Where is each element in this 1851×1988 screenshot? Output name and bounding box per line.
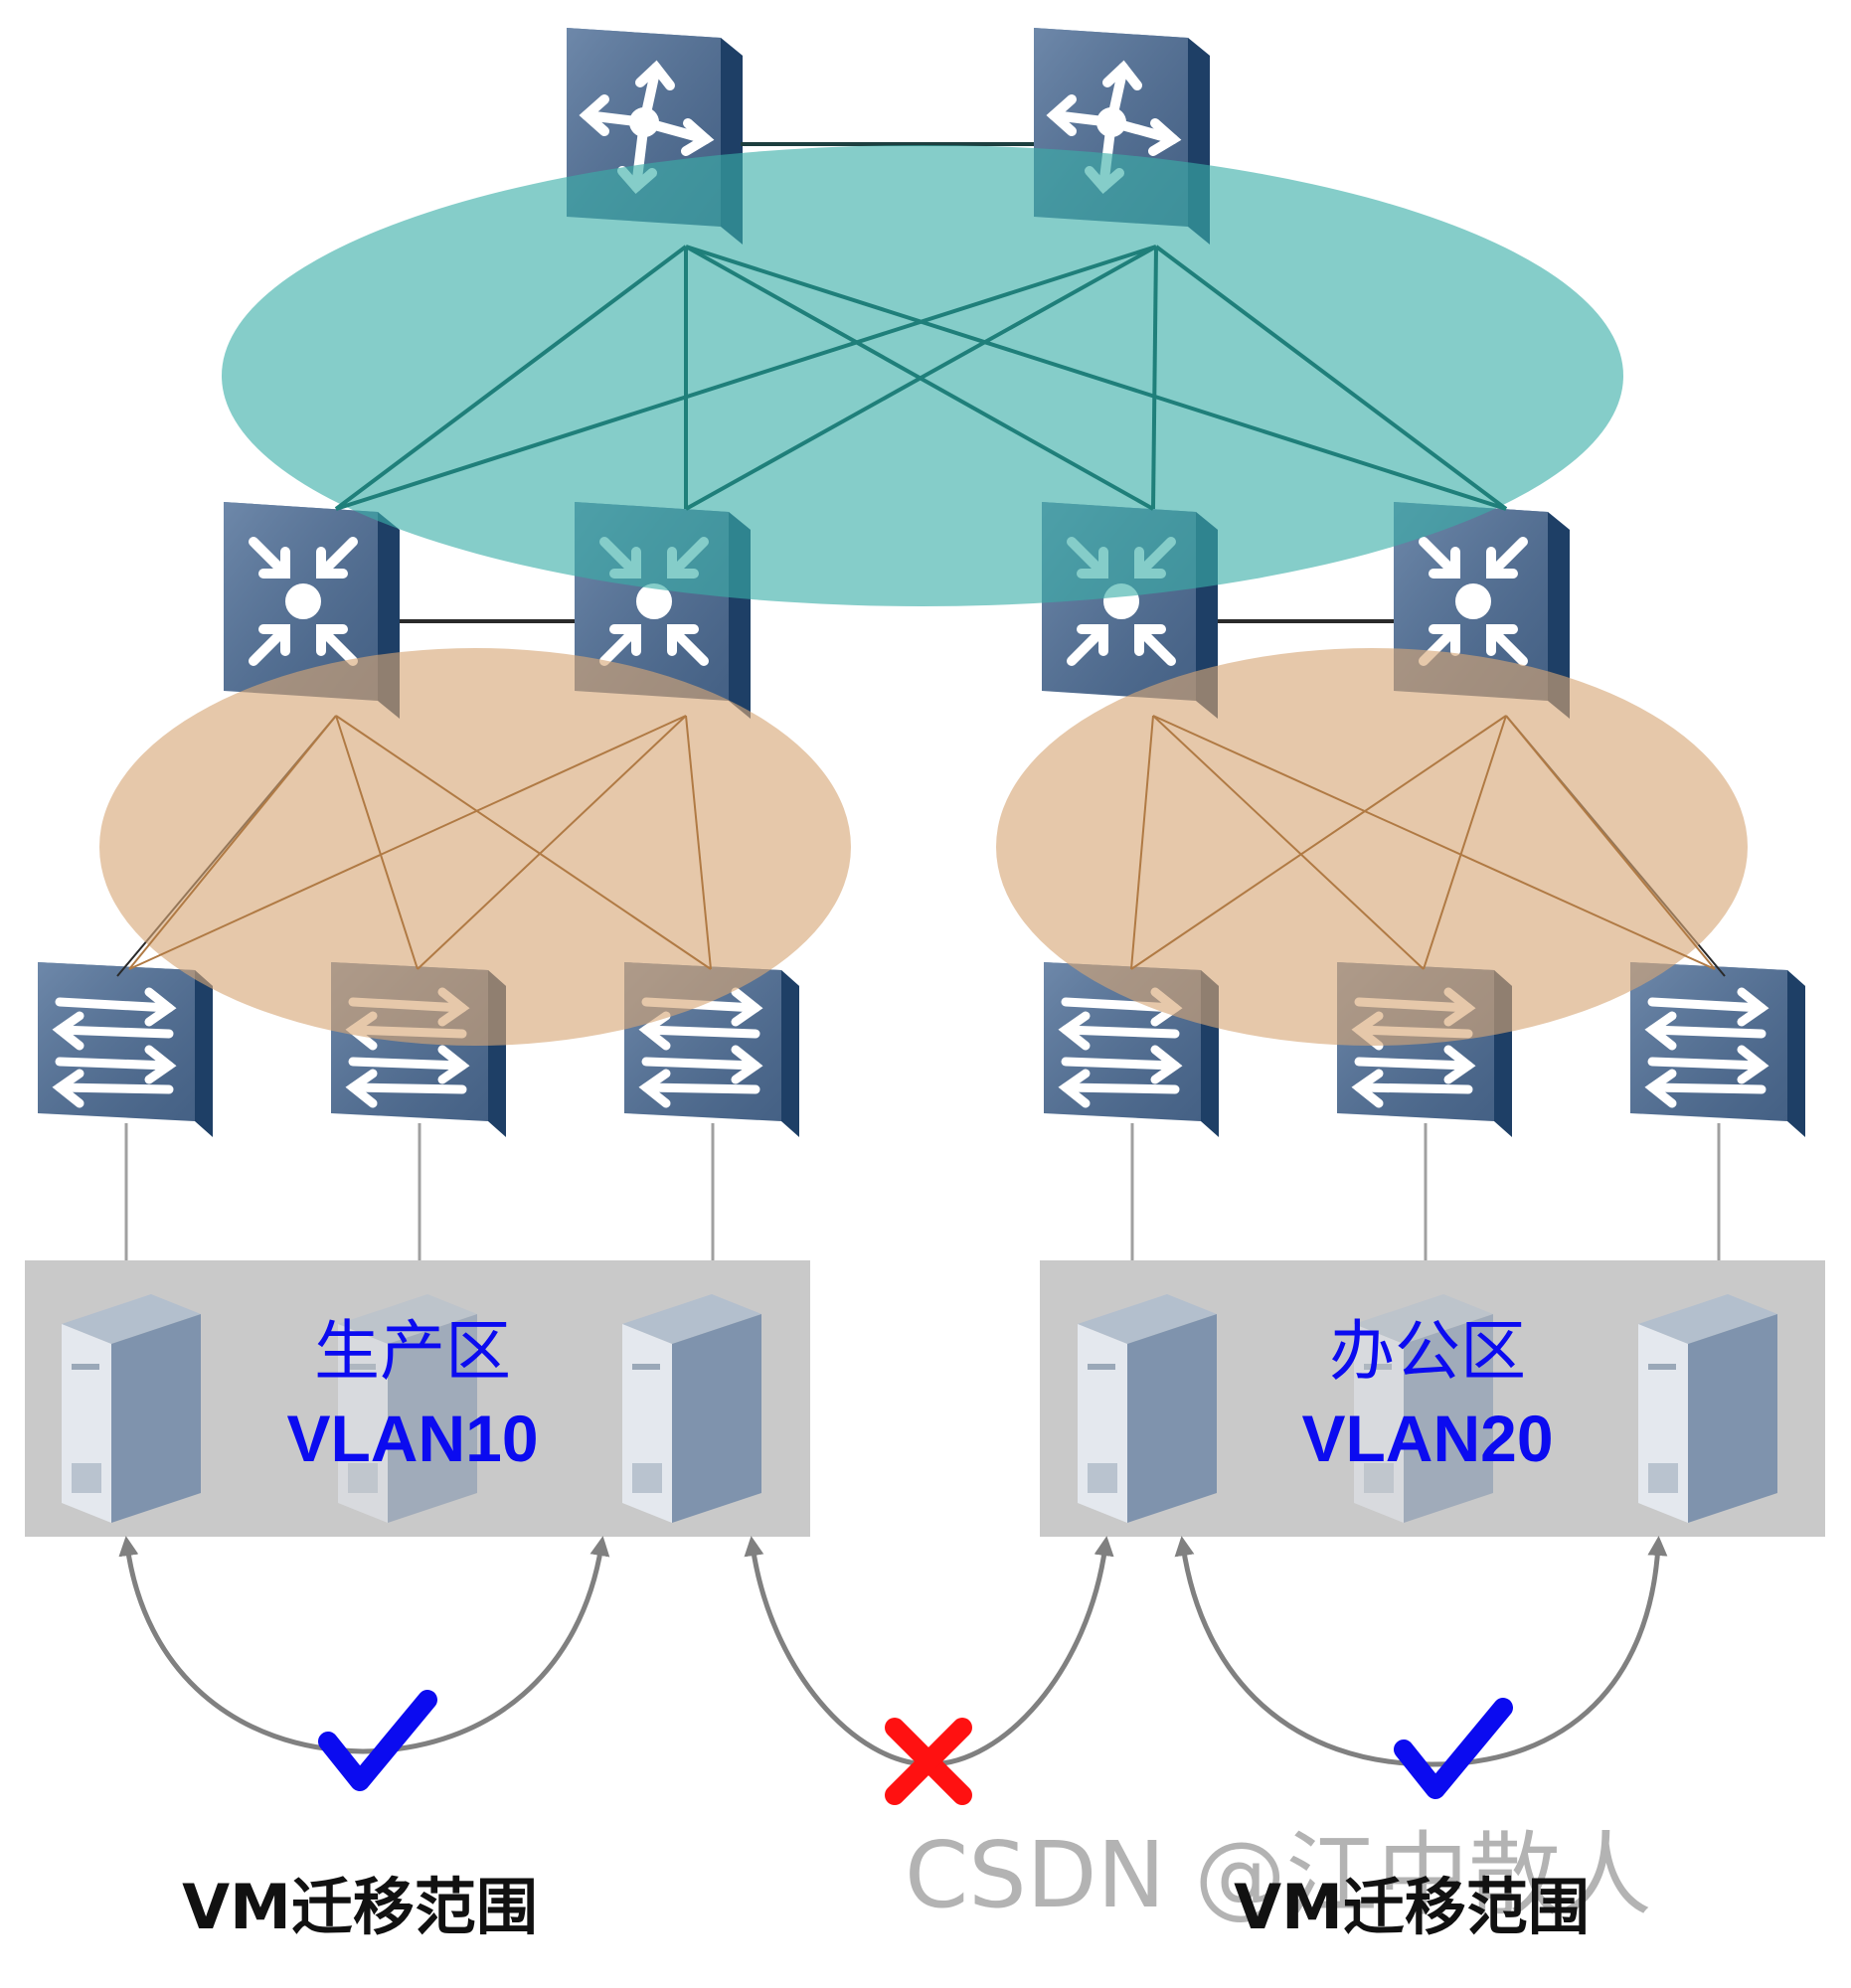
core-router-left: [567, 28, 743, 245]
switch-icon: [1644, 987, 1769, 1108]
server-icon: [1078, 1294, 1217, 1523]
cross-icon: [885, 1718, 972, 1805]
server-icon: [62, 1294, 201, 1523]
migration-arc-cross-zone: [744, 1536, 1114, 1767]
watermark: CSDN @江中散人: [905, 1822, 1652, 1928]
server-icon: [1638, 1294, 1777, 1523]
server-3: [622, 1294, 761, 1523]
aggregation-links-right-inner: [1130, 715, 1716, 970]
server-4: [1078, 1294, 1217, 1523]
router-icon: [579, 60, 715, 195]
migration-range-label-left: VM迁移范围: [182, 1871, 538, 1943]
server-6: [1638, 1294, 1777, 1523]
server-overlay-left: [318, 1292, 517, 1531]
zone-title-production: 生产区: [314, 1313, 511, 1390]
check-icon: [318, 1690, 437, 1791]
l3-switch-icon: [249, 537, 358, 666]
server-overlay-right: [1332, 1292, 1531, 1531]
aggregation-links-left-inner: [128, 715, 712, 970]
switch-icon: [52, 987, 177, 1108]
migration-arc-production: [118, 1536, 610, 1754]
zone-title-office: 办公区: [1329, 1313, 1526, 1390]
check-icon: [1394, 1698, 1513, 1799]
access-switch-1: [38, 962, 213, 1137]
aggregation-switch-1: [224, 502, 400, 719]
access-switch-6: [1630, 962, 1805, 1137]
migration-range-label-right: VM迁移范围: [1234, 1871, 1590, 1943]
server-icon: [622, 1294, 761, 1523]
zone-vlan-office: VLAN20: [1301, 1402, 1553, 1475]
zone-vlan-production: VLAN10: [286, 1402, 538, 1475]
migration-arc-office: [1174, 1536, 1668, 1767]
aggregation-stack-ellipse-right: [996, 648, 1748, 1046]
core-links: [334, 245, 1508, 511]
aggregation-stack-ellipse-left: [99, 648, 851, 1046]
server-1: [62, 1294, 201, 1523]
